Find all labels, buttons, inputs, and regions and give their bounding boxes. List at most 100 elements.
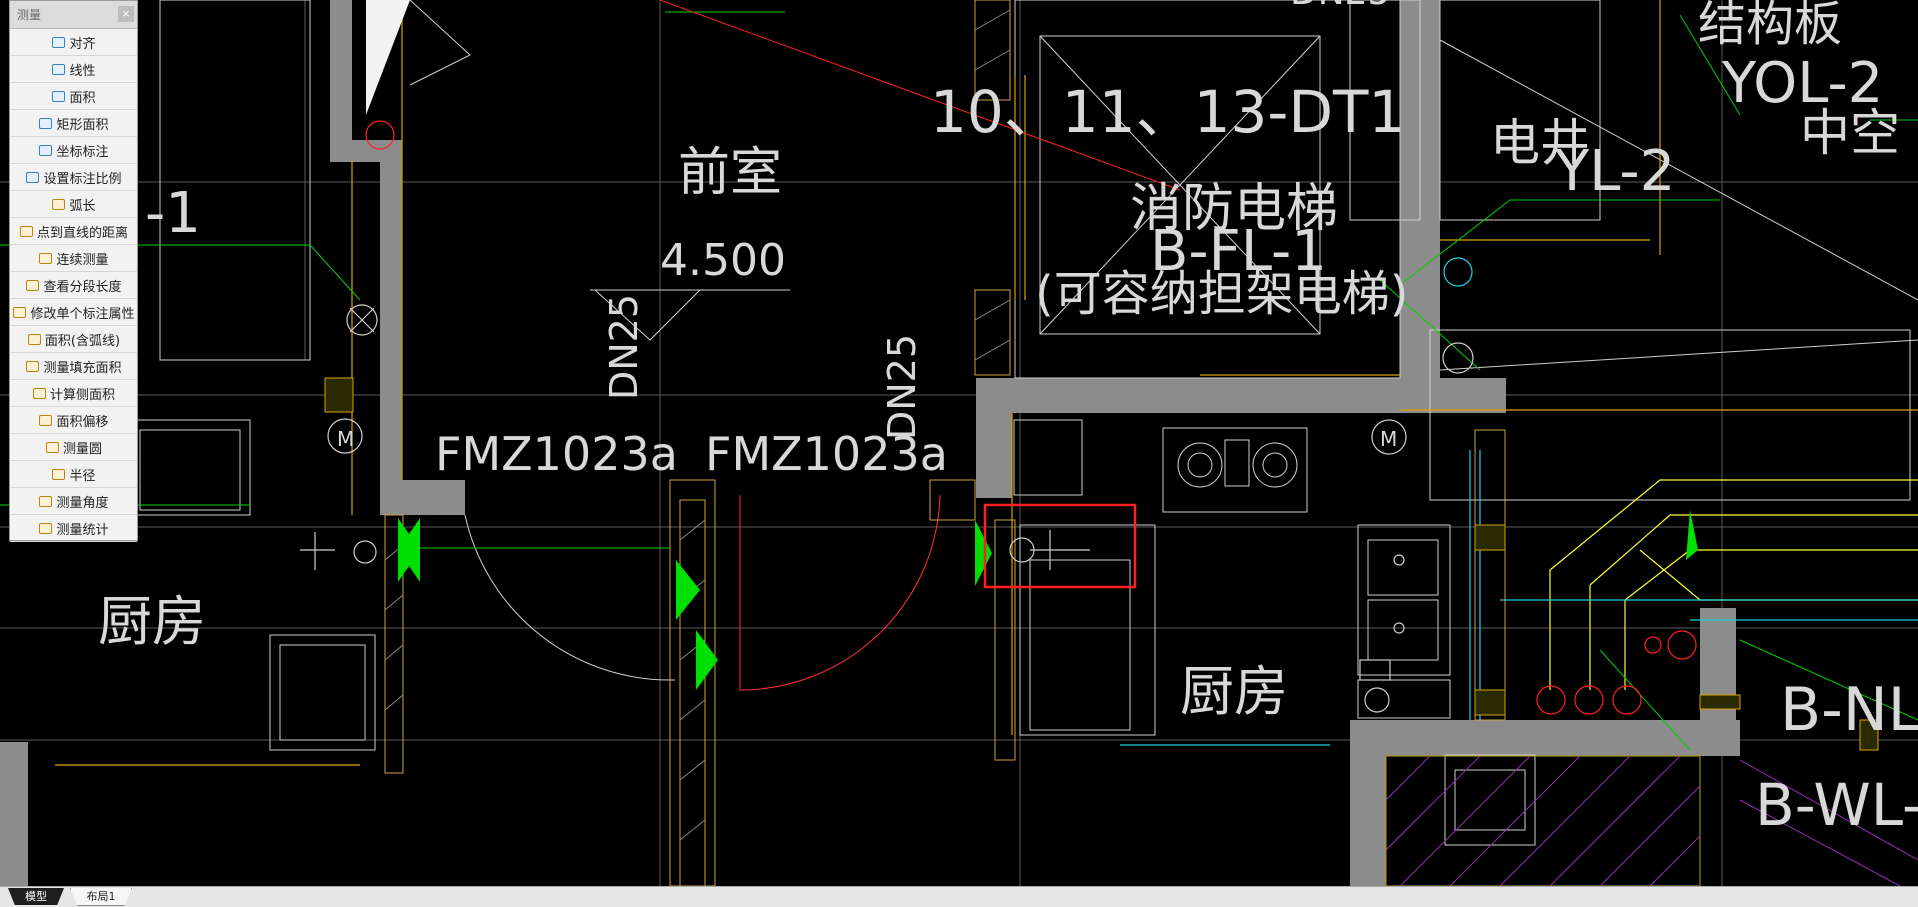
door-frames	[324, 377, 1879, 751]
selection-box	[983, 503, 1137, 589]
linear-measure-icon	[51, 63, 66, 75]
item-label: 面积(含弧线)	[44, 333, 121, 349]
item-label: 测量角度	[56, 495, 109, 511]
item-label: 线性	[69, 63, 96, 79]
kitchen-label-left: 厨房	[98, 590, 206, 653]
close-icon[interactable]: ×	[118, 6, 134, 22]
continuous-measure-icon	[38, 252, 53, 264]
item-statistics[interactable]: 测量统计	[10, 515, 137, 542]
statistics-icon	[38, 522, 53, 534]
item-label: 计算侧面积	[49, 387, 115, 403]
arc-length-icon	[51, 198, 66, 210]
panel-title: 测量	[17, 8, 42, 22]
bnl-label: B-NL	[1780, 675, 1918, 745]
item-arc-length[interactable]: 弧长	[10, 191, 137, 218]
bwl-label: B-WL-1	[1755, 771, 1918, 839]
yol2-label: YOL-2	[1721, 51, 1883, 116]
edit-annotation-icon	[12, 306, 27, 318]
item-rect-area[interactable]: 矩形面积	[10, 110, 137, 137]
item-label: 测量统计	[56, 522, 109, 538]
meter-label: M	[1380, 427, 1397, 451]
arc-area-icon	[27, 333, 41, 345]
kitchen-label-right: 厨房	[1180, 660, 1288, 723]
dn25-label-right: DN25	[880, 334, 924, 440]
item-label: 半径	[69, 468, 96, 484]
item-angle[interactable]: 测量角度	[10, 488, 137, 515]
item-label: 坐标标注	[56, 144, 109, 160]
item-linear[interactable]: 线性	[10, 56, 137, 83]
item-arc-area[interactable]: 面积(含弧线)	[10, 326, 137, 353]
angle-icon	[38, 495, 53, 507]
floor-plan-drawing: DN25 DN25 FMZ1023a FMZ1023a 4.500 前室 10、…	[0, 0, 1918, 886]
item-label: 矩形面积	[56, 117, 109, 133]
stretcher-label: (可容纳担架电梯)	[1035, 266, 1408, 322]
item-label: 连续测量	[56, 252, 109, 268]
fixtures	[300, 304, 1474, 713]
item-label: 点到直线的距离	[36, 225, 128, 241]
panel-item-list: 对齐 线性 面积 矩形面积 坐标标注 设置标注比例 弧长 点到直线的距离 连续测…	[10, 29, 137, 542]
item-side-area[interactable]: 计算侧面积	[10, 380, 137, 407]
radius-icon	[51, 468, 66, 480]
door-arcs	[464, 494, 941, 691]
circle-measure-icon	[45, 441, 59, 453]
magenta-hatch	[1385, 755, 1918, 886]
item-label: 测量填充面积	[43, 360, 122, 376]
segment-length-icon	[25, 279, 40, 291]
layout-tab-bar: 模型 布局1	[0, 886, 1918, 907]
item-segment-length[interactable]: 查看分段长度	[10, 272, 137, 299]
white-fill-fragment	[366, 0, 410, 115]
align-measure-icon	[51, 36, 66, 48]
dn25-label-top: DN25	[1290, 0, 1390, 13]
cad-canvas[interactable]: DN25 DN25 FMZ1023a FMZ1023a 4.500 前室 10、…	[0, 0, 1918, 886]
outlines	[129, 0, 1918, 846]
rect-area-icon	[38, 117, 53, 129]
measure-panel: 测量 × 对齐 线性 面积 矩形面积 坐标标注 设置标注比例 弧长 点到直线的距…	[9, 0, 138, 542]
item-label: 面积	[69, 90, 96, 106]
item-label: 面积偏移	[56, 414, 109, 430]
item-label: 查看分段长度	[43, 279, 122, 295]
red-dimension-line	[659, 0, 1181, 191]
item-area-offset[interactable]: 面积偏移	[10, 407, 137, 434]
item-label: 设置标注比例	[43, 171, 122, 187]
tab-layout1[interactable]: 布局1	[70, 888, 132, 906]
item-label: 测量圆	[62, 441, 102, 457]
scale-icon	[25, 171, 40, 183]
item-label: 对齐	[69, 36, 96, 52]
tab-model[interactable]: 模型	[8, 888, 64, 905]
hatch-walls	[384, 0, 1506, 886]
red-circles	[365, 120, 1697, 715]
yl2-label: YL-2	[1554, 139, 1675, 204]
item-continuous[interactable]: 连续测量	[10, 245, 137, 272]
item-label: 修改单个标注属性	[30, 306, 135, 322]
dn25-label-left: DN25	[602, 294, 646, 400]
item-scale[interactable]: 设置标注比例	[10, 164, 137, 191]
door-markers	[398, 510, 1698, 690]
item-coordinate[interactable]: 坐标标注	[10, 137, 137, 164]
area-icon	[51, 90, 66, 102]
level-label: 4.500	[660, 235, 786, 286]
elevator-tag: 10、11、13-DT1	[930, 78, 1405, 146]
left-tag: -1	[145, 181, 201, 246]
point-line-distance-icon	[19, 225, 33, 237]
item-edit-annotation[interactable]: 修改单个标注属性	[10, 299, 137, 326]
item-radius[interactable]: 半径	[10, 461, 137, 488]
item-area[interactable]: 面积	[10, 83, 137, 110]
door-tag-right: FMZ1023a	[705, 427, 948, 481]
area-offset-icon	[38, 414, 53, 426]
item-point-line-distance[interactable]: 点到直线的距离	[10, 218, 137, 245]
yellow-lines	[55, 0, 1918, 766]
item-circle[interactable]: 测量圆	[10, 434, 137, 461]
meter-label-left: M	[337, 427, 354, 451]
fire-elevator-label: 消防电梯	[1130, 179, 1338, 239]
slab-label: 结构板	[1698, 0, 1842, 52]
fill-area-icon	[25, 360, 40, 372]
door-tag-left: FMZ1023a	[435, 427, 678, 481]
panel-title-bar[interactable]: 测量 ×	[10, 1, 137, 29]
hollow-label: 中空	[1800, 104, 1900, 162]
item-label: 弧长	[69, 198, 96, 214]
cyan-lines	[1120, 257, 1918, 746]
green-lines	[0, 11, 1918, 751]
item-fill-area[interactable]: 测量填充面积	[10, 353, 137, 380]
walls	[0, 0, 1740, 886]
item-align[interactable]: 对齐	[10, 29, 137, 56]
